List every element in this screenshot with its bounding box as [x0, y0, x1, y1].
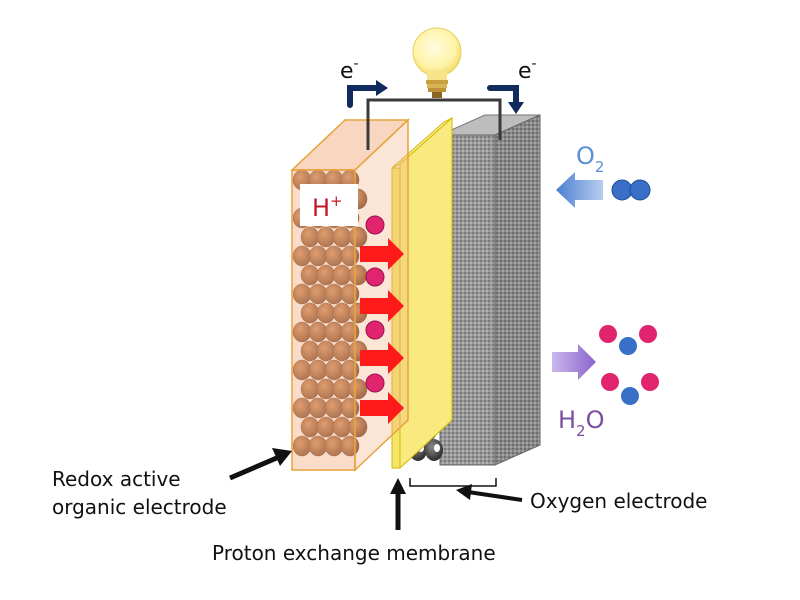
svg-text:H2O: H2O	[558, 406, 604, 440]
proton-arrow	[360, 392, 404, 424]
proton-arrow	[360, 238, 404, 270]
water-molecule-icon	[599, 325, 657, 355]
organic-electrode-label-line2: organic electrode	[52, 495, 227, 519]
svg-text:O2: O2	[576, 142, 604, 176]
organic-particle	[348, 416, 368, 438]
proton-icon	[365, 320, 385, 340]
proton-label: H+	[300, 184, 358, 226]
water-molecule-icon	[601, 373, 659, 405]
membrane-label: Proton exchange membrane	[212, 541, 496, 565]
oxygen-input-arrow	[556, 172, 603, 208]
organic-electrode-callout: Redox active organic electrode	[52, 448, 292, 519]
catalyst-particle	[425, 439, 443, 461]
catalyst-particle-highlight	[434, 444, 440, 452]
oxygen-electrode-block	[439, 114, 541, 466]
organic-particle	[348, 378, 368, 400]
oxygen-input: O2	[556, 142, 651, 208]
electron-label-left: e-	[340, 56, 359, 84]
oxygen-electrode-label: Oxygen electrode	[530, 489, 707, 513]
proton-exchange-membrane	[391, 116, 453, 470]
proton-arrow	[360, 342, 404, 374]
svg-text:H+: H+	[312, 192, 343, 222]
oxygen-molecule-icon	[611, 179, 651, 201]
organic-particle	[348, 226, 368, 248]
proton-icon	[365, 373, 385, 393]
organic-electrode-label-line1: Redox active	[52, 467, 181, 491]
proton-flow	[360, 215, 404, 424]
proton-arrow	[360, 290, 404, 322]
light-bulb-icon	[412, 27, 462, 98]
electron-label-right: e-	[518, 56, 537, 84]
water-output-arrow	[552, 344, 596, 380]
oxygen-electrode-callout: Oxygen electrode	[409, 478, 707, 513]
water-output: H2O	[552, 325, 659, 440]
external-circuit	[347, 80, 524, 150]
membrane-callout: Proton exchange membrane	[212, 478, 496, 565]
proton-icon	[365, 215, 385, 235]
proton-icon	[365, 267, 385, 287]
